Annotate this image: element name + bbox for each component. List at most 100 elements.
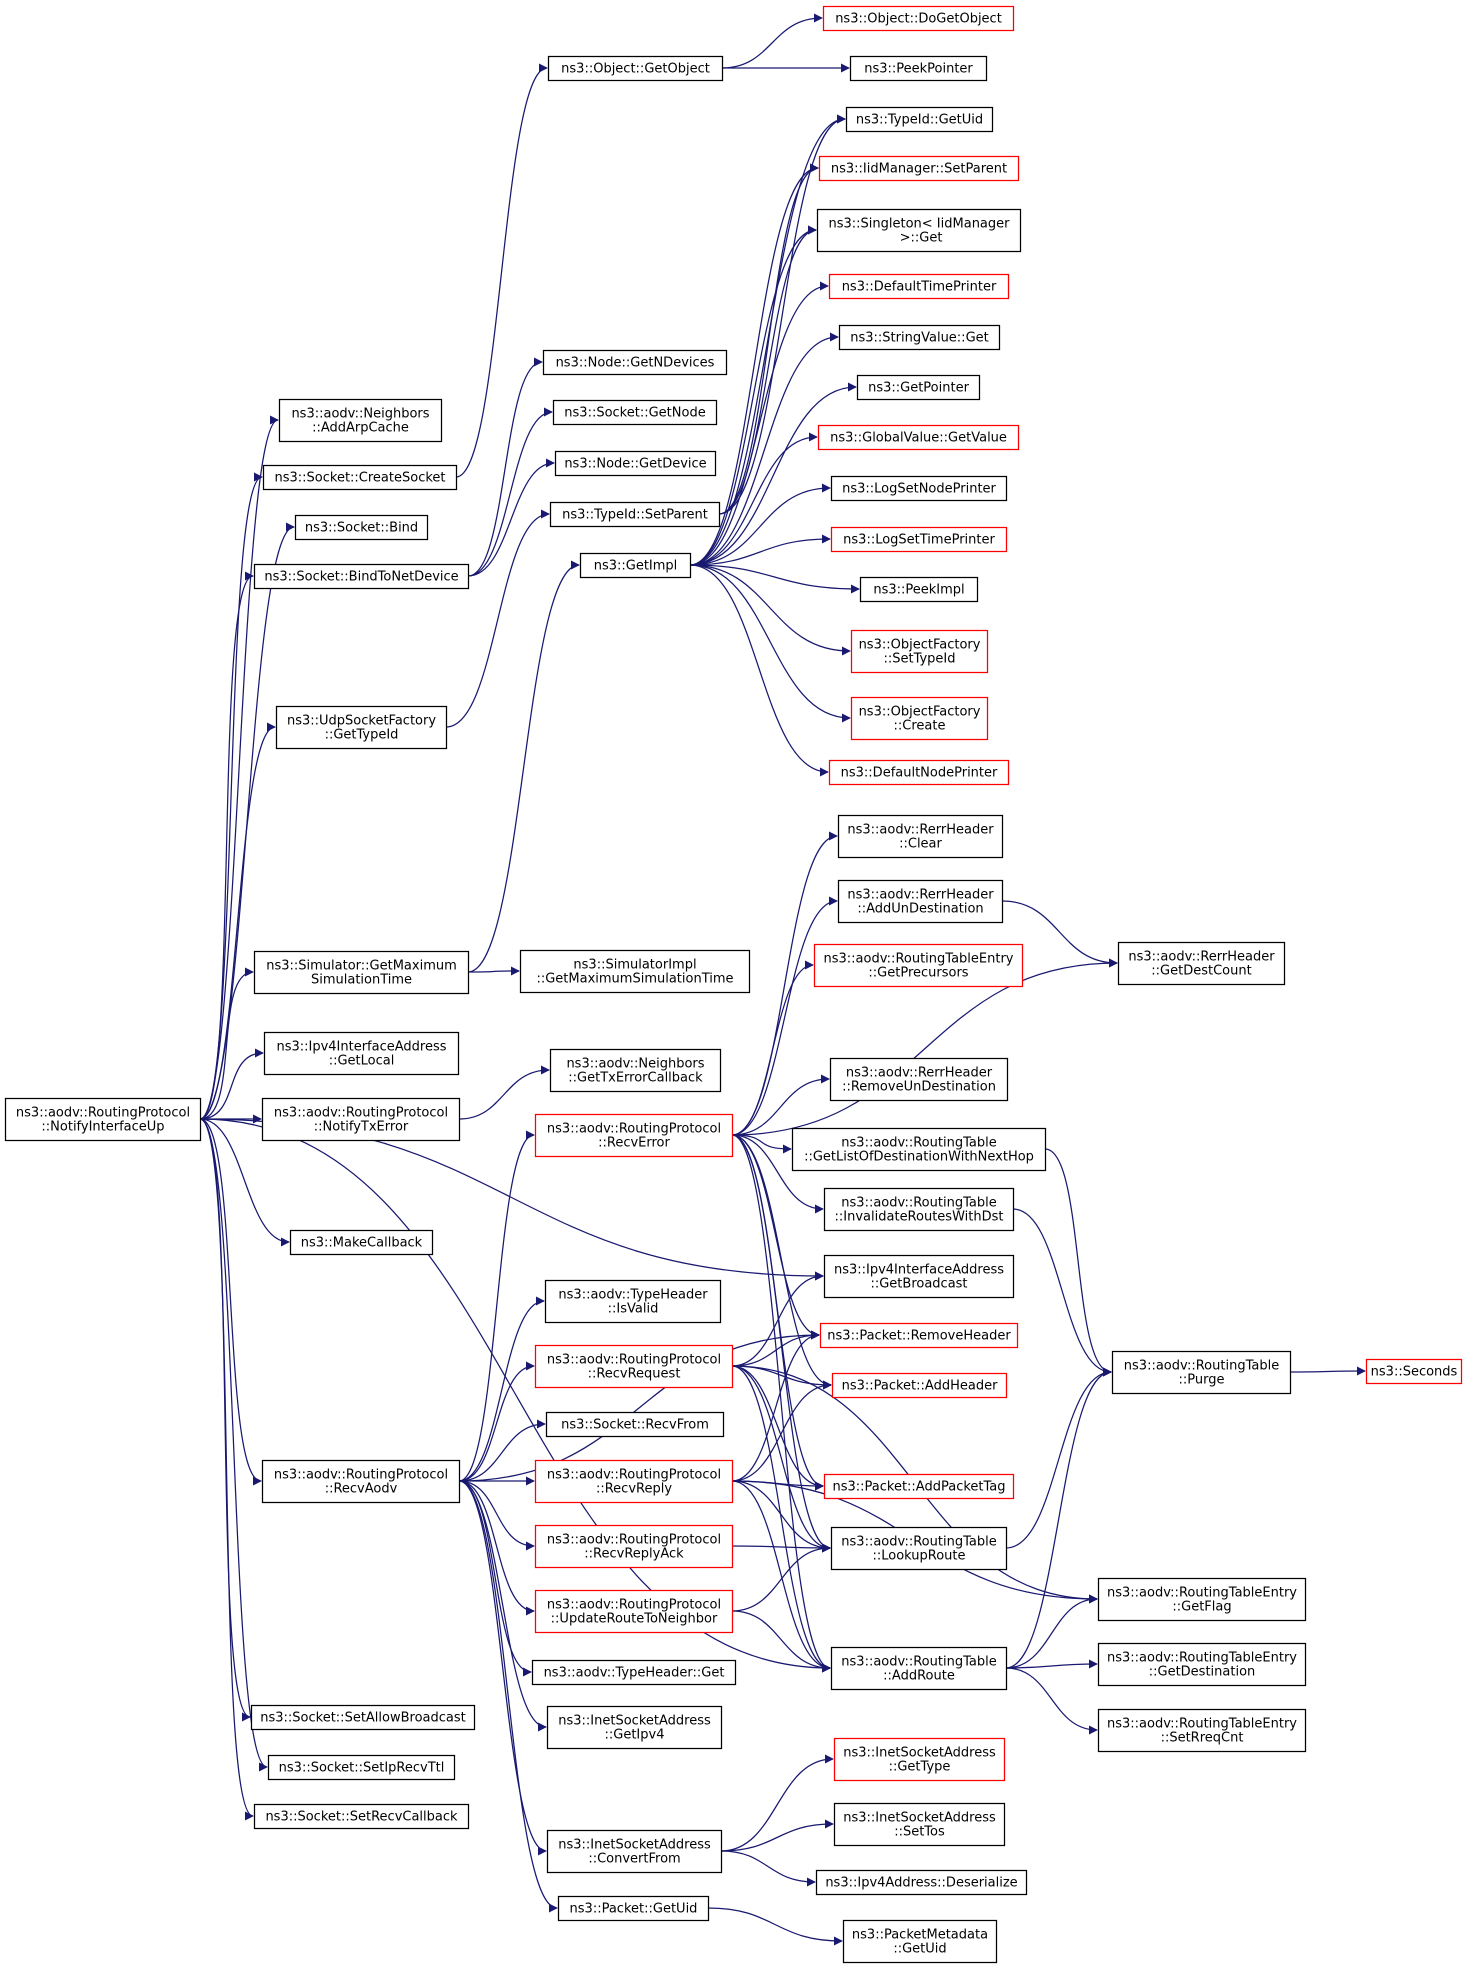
node-rerrclear[interactable]: ns3::aodv::RerrHeader::Clear — [837, 814, 1004, 859]
node-recvfrom[interactable]: ns3::Socket::RecvFrom — [545, 1411, 725, 1438]
node-box — [546, 1829, 723, 1874]
node-notifytxerror[interactable]: ns3::aodv::RoutingProtocol::NotifyTxErro… — [261, 1097, 461, 1142]
node-bindtonetdevice[interactable]: ns3::Socket::BindToNetDevice — [253, 563, 470, 590]
node-socketgetnode[interactable]: ns3::Socket::GetNode — [552, 399, 718, 426]
node-udpgettypeid[interactable]: ns3::UdpSocketFactory::GetTypeId — [275, 705, 448, 750]
node-getmaxsimtime[interactable]: ns3::Simulator::GetMaximumSimulationTime — [253, 950, 470, 995]
node-nodegetdevice[interactable]: ns3::Node::GetDevice — [554, 450, 717, 477]
node-label: ns3::aodv::RerrHeader — [847, 823, 994, 838]
node-gettxerrorcallback[interactable]: ns3::aodv::Neighbors::GetTxErrorCallback — [549, 1048, 722, 1093]
node-rtegetdest[interactable]: ns3::aodv::RoutingTableEntry::GetDestina… — [1097, 1642, 1307, 1687]
node-root[interactable]: ns3::aodv::RoutingProtocol::NotifyInterf… — [4, 1097, 202, 1142]
node-convertfrom[interactable]: ns3::InetSocketAddress::ConvertFrom — [546, 1829, 723, 1874]
node-peekpointer[interactable]: ns3::PeekPointer — [849, 55, 988, 82]
node-setallowbroadcast[interactable]: ns3::Socket::SetAllowBroadcast — [250, 1704, 476, 1731]
node-label: ns3::Packet::RemoveHeader — [827, 1329, 1011, 1344]
node-label: ::GetMaximumSimulationTime — [536, 972, 733, 987]
node-inetsettos[interactable]: ns3::InetSocketAddress::SetTos — [833, 1802, 1006, 1847]
node-recvaodv[interactable]: ns3::aodv::RoutingProtocol::RecvAodv — [261, 1459, 461, 1504]
node-updateroute[interactable]: ns3::aodv::RoutingProtocol::UpdateRouteT… — [534, 1589, 734, 1634]
edge-getimpl-to-logsetnodeprinter — [689, 483, 831, 566]
node-addpackettag[interactable]: ns3::Packet::AddPacketTag — [823, 1473, 1015, 1500]
node-ipv4deserialize[interactable]: ns3::Ipv4Address::Deserialize — [815, 1869, 1028, 1896]
node-rtgetlistdest[interactable]: ns3::aodv::RoutingTable::GetListOfDestin… — [791, 1127, 1047, 1172]
edge-convertfrom-to-inetgettype — [720, 1754, 834, 1852]
node-packetgetuid[interactable]: ns3::Packet::GetUid — [557, 1895, 710, 1922]
node-rerrgetdestcount[interactable]: ns3::aodv::RerrHeader::GetDestCount — [1117, 941, 1286, 986]
edge-getimpl-to-iidmgrsetparent — [689, 163, 819, 566]
node-pmgetuid[interactable]: ns3::PacketMetadata::GetUid — [842, 1919, 998, 1964]
node-recverror[interactable]: ns3::aodv::RoutingProtocol::RecvError — [534, 1113, 734, 1158]
node-label: ns3::Node::GetDevice — [564, 457, 706, 472]
node-getbroadcast[interactable]: ns3::Ipv4InterfaceAddress::GetBroadcast — [823, 1254, 1015, 1299]
node-getipv4[interactable]: ns3::InetSocketAddress::GetIpv4 — [546, 1705, 723, 1750]
node-label: ::RecvReplyAck — [584, 1547, 684, 1562]
node-inetgettype[interactable]: ns3::InetSocketAddress::GetType — [833, 1737, 1006, 1782]
node-label: ns3::PeekPointer — [864, 62, 973, 77]
node-ofsettypeid[interactable]: ns3::ObjectFactory::SetTypeId — [850, 629, 989, 674]
edge-root-to-recvaodv — [199, 1118, 262, 1486]
node-iidmgrsetparent[interactable]: ns3::IidManager::SetParent — [818, 155, 1020, 182]
node-lookuproute[interactable]: ns3::aodv::RoutingTable::LookupRoute — [830, 1526, 1008, 1571]
edge-getimpl-to-defaultnodeprinter — [689, 564, 829, 777]
node-getlocal[interactable]: ns3::Ipv4InterfaceAddress::GetLocal — [263, 1031, 460, 1076]
node-defaultnodeprinter[interactable]: ns3::DefaultNodePrinter — [828, 759, 1010, 786]
node-typeidsetparent[interactable]: ns3::TypeId::SetParent — [549, 501, 721, 528]
node-recvreply[interactable]: ns3::aodv::RoutingProtocol::RecvReply — [534, 1459, 734, 1504]
node-removeheader[interactable]: ns3::Packet::RemoveHeader — [819, 1322, 1019, 1349]
node-box — [823, 1473, 1015, 1500]
node-bind[interactable]: ns3::Socket::Bind — [294, 514, 429, 541]
node-box — [837, 879, 1004, 924]
node-rtpurge[interactable]: ns3::aodv::RoutingTable::Purge — [1111, 1350, 1292, 1395]
node-box — [545, 1411, 725, 1438]
node-getimpl[interactable]: ns3::GetImpl — [579, 552, 692, 579]
node-singletonget[interactable]: ns3::Singleton< IidManager >::Get — [816, 208, 1022, 253]
node-rtegetprecursors[interactable]: ns3::aodv::RoutingTableEntry::GetPrecurs… — [813, 943, 1024, 988]
node-label: ns3::aodv::RoutingProtocol — [274, 1468, 448, 1483]
node-typeheaderget[interactable]: ns3::aodv::TypeHeader::Get — [531, 1659, 737, 1686]
node-stringvalueget[interactable]: ns3::StringValue::Get — [838, 324, 1001, 351]
node-ofcreate[interactable]: ns3::ObjectFactory::Create — [850, 696, 989, 741]
node-getpointer[interactable]: ns3::GetPointer — [856, 374, 981, 401]
node-label: ns3::InetSocketAddress — [558, 1838, 711, 1853]
node-peekimpl[interactable]: ns3::PeekImpl — [859, 576, 979, 603]
node-label: ns3::aodv::RoutingTableEntry — [1107, 1586, 1297, 1601]
node-isvalid[interactable]: ns3::aodv::TypeHeader::IsValid — [544, 1279, 722, 1324]
node-box — [1097, 1577, 1307, 1622]
node-globalvaluegetvalue[interactable]: ns3::GlobalValue::GetValue — [817, 424, 1020, 451]
node-rtinvalidate[interactable]: ns3::aodv::RoutingTable::InvalidateRoute… — [823, 1187, 1015, 1232]
node-defaulttimeprinter[interactable]: ns3::DefaultTimePrinter — [828, 273, 1010, 300]
node-createsocket[interactable]: ns3::Socket::CreateSocket — [262, 464, 458, 491]
node-setrecvcallback[interactable]: ns3::Socket::SetRecvCallback — [253, 1803, 470, 1830]
edge-recverror-to-rerrremoveun — [731, 1074, 830, 1136]
node-getndevices[interactable]: ns3::Node::GetNDevices — [542, 349, 728, 376]
edge-rtinvalidate-to-rtpurge — [1012, 1208, 1112, 1377]
edge-recvreply-to-addheader — [731, 1380, 832, 1482]
node-label: ::AddUnDestination — [857, 902, 983, 917]
node-box — [253, 563, 470, 590]
node-box — [534, 1524, 734, 1569]
node-rerraddun[interactable]: ns3::aodv::RerrHeader::AddUnDestination — [837, 879, 1004, 924]
node-addheader[interactable]: ns3::Packet::AddHeader — [831, 1372, 1008, 1399]
node-label: ns3::InetSocketAddress — [843, 1811, 996, 1826]
node-simimplgetmax[interactable]: ns3::SimulatorImpl::GetMaximumSimulation… — [519, 949, 751, 994]
node-rerrremoveun[interactable]: ns3::aodv::RerrHeader::RemoveUnDestinati… — [829, 1057, 1009, 1102]
node-seconds[interactable]: ns3::Seconds — [1365, 1358, 1463, 1385]
node-getobject[interactable]: ns3::Object::GetObject — [547, 55, 724, 82]
node-rtesetrreqcnt[interactable]: ns3::aodv::RoutingTableEntry::SetRreqCnt — [1097, 1708, 1307, 1753]
node-label: ::LookupRoute — [872, 1549, 965, 1564]
node-recvreplyack[interactable]: ns3::aodv::RoutingProtocol::RecvReplyAck — [534, 1524, 734, 1569]
node-makecallback[interactable]: ns3::MakeCallback — [289, 1229, 434, 1256]
node-dogetobject[interactable]: ns3::Object::DoGetObject — [822, 5, 1015, 32]
node-label: ns3::TypeId::GetUid — [856, 113, 983, 128]
node-addroute[interactable]: ns3::aodv::RoutingTable::AddRoute — [830, 1646, 1008, 1691]
node-logsettimeprinter[interactable]: ns3::LogSetTimePrinter — [830, 526, 1008, 553]
node-setiprecvttl[interactable]: ns3::Socket::SetIpRecvTtl — [267, 1754, 456, 1781]
node-recvrequest[interactable]: ns3::aodv::RoutingProtocol::RecvRequest — [534, 1344, 734, 1389]
node-rtegetflag[interactable]: ns3::aodv::RoutingTableEntry::GetFlag — [1097, 1577, 1307, 1622]
node-label: ::AddArpCache — [312, 421, 409, 436]
node-typeidgetuid[interactable]: ns3::TypeId::GetUid — [845, 106, 994, 133]
node-addarpcache[interactable]: ns3::aodv::Neighbors::AddArpCache — [278, 398, 443, 443]
node-logsetnodeprinter[interactable]: ns3::LogSetNodePrinter — [830, 475, 1008, 502]
node-label: ns3::aodv::RerrHeader — [1128, 950, 1275, 965]
